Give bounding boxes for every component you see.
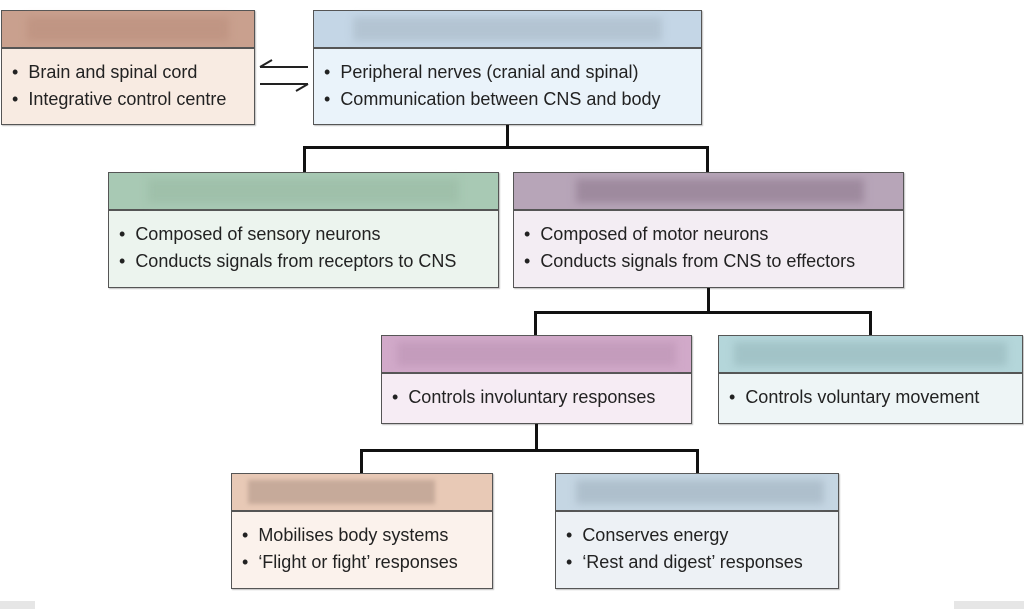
- list-item: Mobilises body systems: [242, 522, 482, 549]
- sensory-box: Composed of sensory neuronsConducts sign…: [108, 172, 499, 288]
- connector: [706, 146, 709, 172]
- autonomic-box: Controls involuntary responses: [381, 335, 692, 424]
- bidirectional-arrow-icon: [259, 59, 309, 92]
- list-item: Conducts signals from CNS to effectors: [524, 248, 893, 275]
- list-item: Integrative control centre: [12, 86, 244, 113]
- corner-mark: [0, 601, 35, 609]
- pns-box: Peripheral nerves (cranial and spinal)Co…: [313, 10, 702, 125]
- parasympathetic-box: Conserves energy‘Rest and digest’ respon…: [555, 473, 839, 589]
- connector: [303, 146, 709, 149]
- list-item: Conducts signals from receptors to CNS: [119, 248, 488, 275]
- list-item: Peripheral nerves (cranial and spinal): [324, 59, 691, 86]
- connector: [869, 311, 872, 335]
- connector: [360, 449, 363, 473]
- sensory-header-redacted: [109, 173, 498, 211]
- sympathetic-box: Mobilises body systems‘Flight or fight’ …: [231, 473, 493, 589]
- sympathetic-header-redacted: [232, 474, 492, 512]
- connector: [506, 125, 509, 148]
- pns-header-redacted: [314, 11, 701, 49]
- connector: [534, 311, 537, 335]
- list-item: Controls involuntary responses: [392, 384, 681, 411]
- list-item: Composed of sensory neurons: [119, 221, 488, 248]
- corner-mark: [954, 601, 1024, 609]
- connector: [534, 311, 872, 314]
- cns-box: Brain and spinal cordIntegrative control…: [1, 10, 255, 125]
- connector: [707, 288, 710, 313]
- autonomic-header-redacted: [382, 336, 691, 374]
- list-item: Composed of motor neurons: [524, 221, 893, 248]
- motor-header-redacted: [514, 173, 903, 211]
- parasympathetic-header-redacted: [556, 474, 838, 512]
- list-item: ‘Rest and digest’ responses: [566, 549, 828, 576]
- connector: [696, 449, 699, 473]
- motor-box: Composed of motor neuronsConducts signal…: [513, 172, 904, 288]
- somatic-box: Controls voluntary movement: [718, 335, 1023, 424]
- connector: [360, 449, 699, 452]
- cns-header-redacted: [2, 11, 254, 49]
- list-item: Controls voluntary movement: [729, 384, 1012, 411]
- connector: [303, 146, 306, 172]
- list-item: Brain and spinal cord: [12, 59, 244, 86]
- somatic-header-redacted: [719, 336, 1022, 374]
- list-item: ‘Flight or fight’ responses: [242, 549, 482, 576]
- list-item: Conserves energy: [566, 522, 828, 549]
- connector: [535, 424, 538, 451]
- list-item: Communication between CNS and body: [324, 86, 691, 113]
